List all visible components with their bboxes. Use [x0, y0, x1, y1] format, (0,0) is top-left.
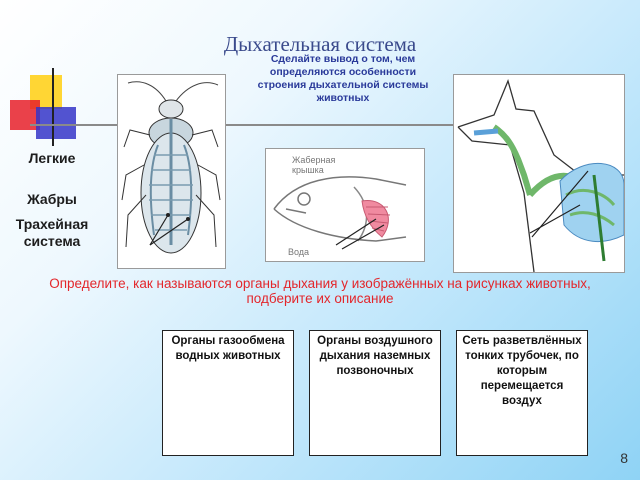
label-gills[interactable]: Жабры: [27, 191, 77, 207]
page-number: 8: [620, 450, 628, 466]
conclusion-prompt: Сделайте вывод о том, чем определяются о…: [257, 53, 429, 104]
description-card-tracheal[interactable]: Сеть разветвлённых тонких трубочек, по к…: [456, 330, 588, 456]
page-title: Дыхательная система: [223, 32, 417, 56]
decor-horizontal-line: [30, 124, 620, 126]
label-lungs[interactable]: Легкие: [28, 150, 76, 166]
fish-label-water: Вода: [288, 247, 310, 257]
cockroach-illustration: [117, 74, 226, 269]
fish-label-gill-cover: Жаберная крышка: [292, 155, 336, 175]
decor-vertical-line: [52, 68, 54, 146]
description-card-aquatic[interactable]: Органы газообмена водных животных: [162, 330, 294, 456]
description-card-terrestrial[interactable]: Органы воздушного дыхания наземных позво…: [309, 330, 441, 456]
fish-head-illustration: Жаберная крышка Вода: [265, 148, 425, 262]
dog-illustration: [453, 74, 625, 273]
label-tracheal-system[interactable]: Трахейная система: [15, 216, 89, 249]
task-instruction: Определите, как называются органы дыхани…: [49, 276, 591, 306]
decor-squares: [8, 70, 98, 150]
